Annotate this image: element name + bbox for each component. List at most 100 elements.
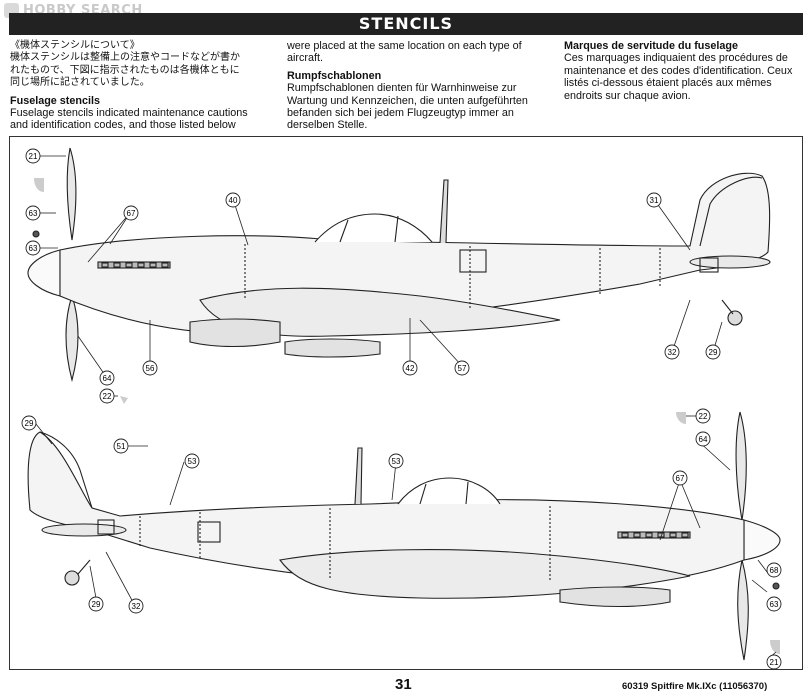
en-line: Fuselage stencils indicated maintenance … bbox=[10, 107, 248, 120]
column-french: Marques de servitude du fuselage Ces mar… bbox=[564, 40, 804, 102]
callout-label: 31 bbox=[650, 196, 659, 205]
callout-label: 63 bbox=[29, 244, 38, 253]
callout-label: 32 bbox=[132, 602, 141, 611]
callout-label: 63 bbox=[770, 600, 779, 609]
stencil-patch-21 bbox=[34, 178, 44, 192]
callout-label: 22 bbox=[699, 412, 708, 421]
stencil-patch-22 bbox=[676, 412, 686, 424]
callout-68: 68 bbox=[766, 562, 782, 578]
tailplane bbox=[41, 523, 127, 537]
callout-67: 67 bbox=[123, 205, 139, 221]
tail-wheel bbox=[64, 570, 80, 586]
column-japanese-english: 《機体ステンシルについて》 機体ステンシルは整備上の注意やコードなどが書か れた… bbox=[10, 40, 272, 132]
fr-line: endroits sur chaque avion. bbox=[564, 89, 691, 102]
page-number: 31 bbox=[395, 676, 412, 693]
callout-29: 29 bbox=[705, 344, 721, 360]
callout-31: 31 bbox=[646, 192, 662, 208]
canopy-frame bbox=[339, 215, 399, 243]
kit-code: 60319 Spitfire Mk.IXc (11056370) bbox=[622, 681, 768, 692]
tail-wheel-leg bbox=[77, 559, 91, 575]
fr-line: listés ci-dessous étaient placés aux mêm… bbox=[564, 77, 772, 90]
column-english-german: were placed at the same location on each… bbox=[287, 40, 539, 132]
callout-21: 21 bbox=[25, 148, 41, 164]
section-title: STENCILS bbox=[358, 14, 454, 33]
tailplane bbox=[689, 255, 771, 269]
callout-22: 22 bbox=[695, 408, 711, 424]
panel-lines bbox=[139, 506, 551, 580]
callout-label: 53 bbox=[188, 457, 197, 466]
callout-63: 63 bbox=[25, 205, 41, 221]
callout-label: 63 bbox=[29, 209, 38, 218]
callout-label: 67 bbox=[676, 474, 685, 483]
propeller-blade-upper bbox=[735, 411, 747, 521]
callout-63: 63 bbox=[25, 240, 41, 256]
propeller-blade-upper bbox=[66, 147, 77, 241]
access-panel bbox=[97, 519, 115, 535]
canopy-frame bbox=[419, 481, 469, 505]
en-line: and identification codes, and those list… bbox=[10, 119, 236, 132]
callout-label: 56 bbox=[146, 364, 155, 373]
de-line: Rumpfschablonen dienten für Warnhinweise… bbox=[287, 82, 517, 95]
fr-heading: Marques de servitude du fuselage bbox=[564, 40, 738, 52]
callout-64: 64 bbox=[695, 431, 711, 447]
callout-32: 32 bbox=[664, 344, 680, 360]
stencil-patch-21 bbox=[770, 640, 780, 654]
stencil-patch-22 bbox=[120, 396, 128, 404]
jp-heading: 《機体ステンシルについて》 bbox=[10, 40, 140, 51]
callout-label: 53 bbox=[392, 457, 401, 466]
wing bbox=[199, 287, 561, 337]
callout-label: 64 bbox=[699, 435, 708, 444]
canopy bbox=[314, 213, 433, 243]
callout-label: 40 bbox=[229, 196, 238, 205]
leaders-top bbox=[40, 155, 723, 397]
callouts-bottom: 29 51 53 53 22 64 67 68 63 21 29 32 bbox=[21, 408, 782, 670]
callout-label: 42 bbox=[406, 364, 415, 373]
radio-mast bbox=[439, 179, 449, 244]
de-line: derselben Stelle. bbox=[287, 119, 368, 132]
radio-mast bbox=[354, 447, 363, 505]
callout-42: 42 bbox=[402, 360, 418, 376]
callout-51: 51 bbox=[113, 438, 129, 454]
callout-67: 67 bbox=[672, 470, 688, 486]
jp-line: 同じ場所に記されていました。 bbox=[10, 77, 150, 89]
callout-57: 57 bbox=[454, 360, 470, 376]
callout-32: 32 bbox=[128, 598, 144, 614]
callout-53: 53 bbox=[388, 453, 404, 469]
jp-line: れたもので、下図に指示されたものは各機体ともに bbox=[10, 64, 240, 76]
callout-label: 51 bbox=[117, 442, 126, 451]
callout-22: 22 bbox=[99, 388, 115, 404]
stencil-dot-63 bbox=[772, 582, 780, 590]
radiator bbox=[189, 318, 281, 348]
canopy bbox=[397, 477, 501, 505]
tail-wheel bbox=[727, 310, 743, 326]
propeller-blade-lower bbox=[737, 559, 749, 661]
de-heading: Rumpfschablonen bbox=[287, 69, 382, 82]
aircraft-bottom-view-right-side bbox=[27, 411, 781, 661]
callout-label: 29 bbox=[25, 419, 34, 428]
callout-29: 29 bbox=[88, 596, 104, 612]
fin bbox=[39, 431, 93, 509]
callout-label: 22 bbox=[103, 392, 112, 401]
callout-label: 32 bbox=[668, 348, 677, 357]
jp-line: 機体ステンシルは整備上の注意やコードなどが書か bbox=[10, 52, 240, 64]
access-hatch bbox=[459, 249, 487, 273]
callout-label: 57 bbox=[458, 364, 467, 373]
callout-label: 67 bbox=[127, 209, 136, 218]
exhaust-stacks bbox=[97, 261, 171, 269]
access-panel bbox=[699, 257, 719, 273]
callout-53: 53 bbox=[184, 453, 200, 469]
section-title-bar: STENCILS bbox=[9, 13, 803, 35]
fr-line: Ces marquages indiquaient des procédures… bbox=[564, 52, 788, 65]
callouts-top: 21 63 63 67 40 31 56 64 22 42 57 32 29 bbox=[25, 148, 721, 404]
callout-56: 56 bbox=[142, 360, 158, 376]
en-line: were placed at the same location on each… bbox=[287, 40, 522, 52]
callout-label: 29 bbox=[92, 600, 101, 609]
panel-lines bbox=[244, 244, 661, 310]
callout-64: 64 bbox=[99, 370, 115, 386]
oil-cooler bbox=[284, 338, 381, 358]
callout-40: 40 bbox=[225, 192, 241, 208]
callout-label: 29 bbox=[709, 348, 718, 357]
de-line: befanden sich bei jedem Flugzeugtyp imme… bbox=[287, 107, 514, 120]
callout-29: 29 bbox=[21, 415, 37, 431]
fin bbox=[699, 176, 763, 247]
